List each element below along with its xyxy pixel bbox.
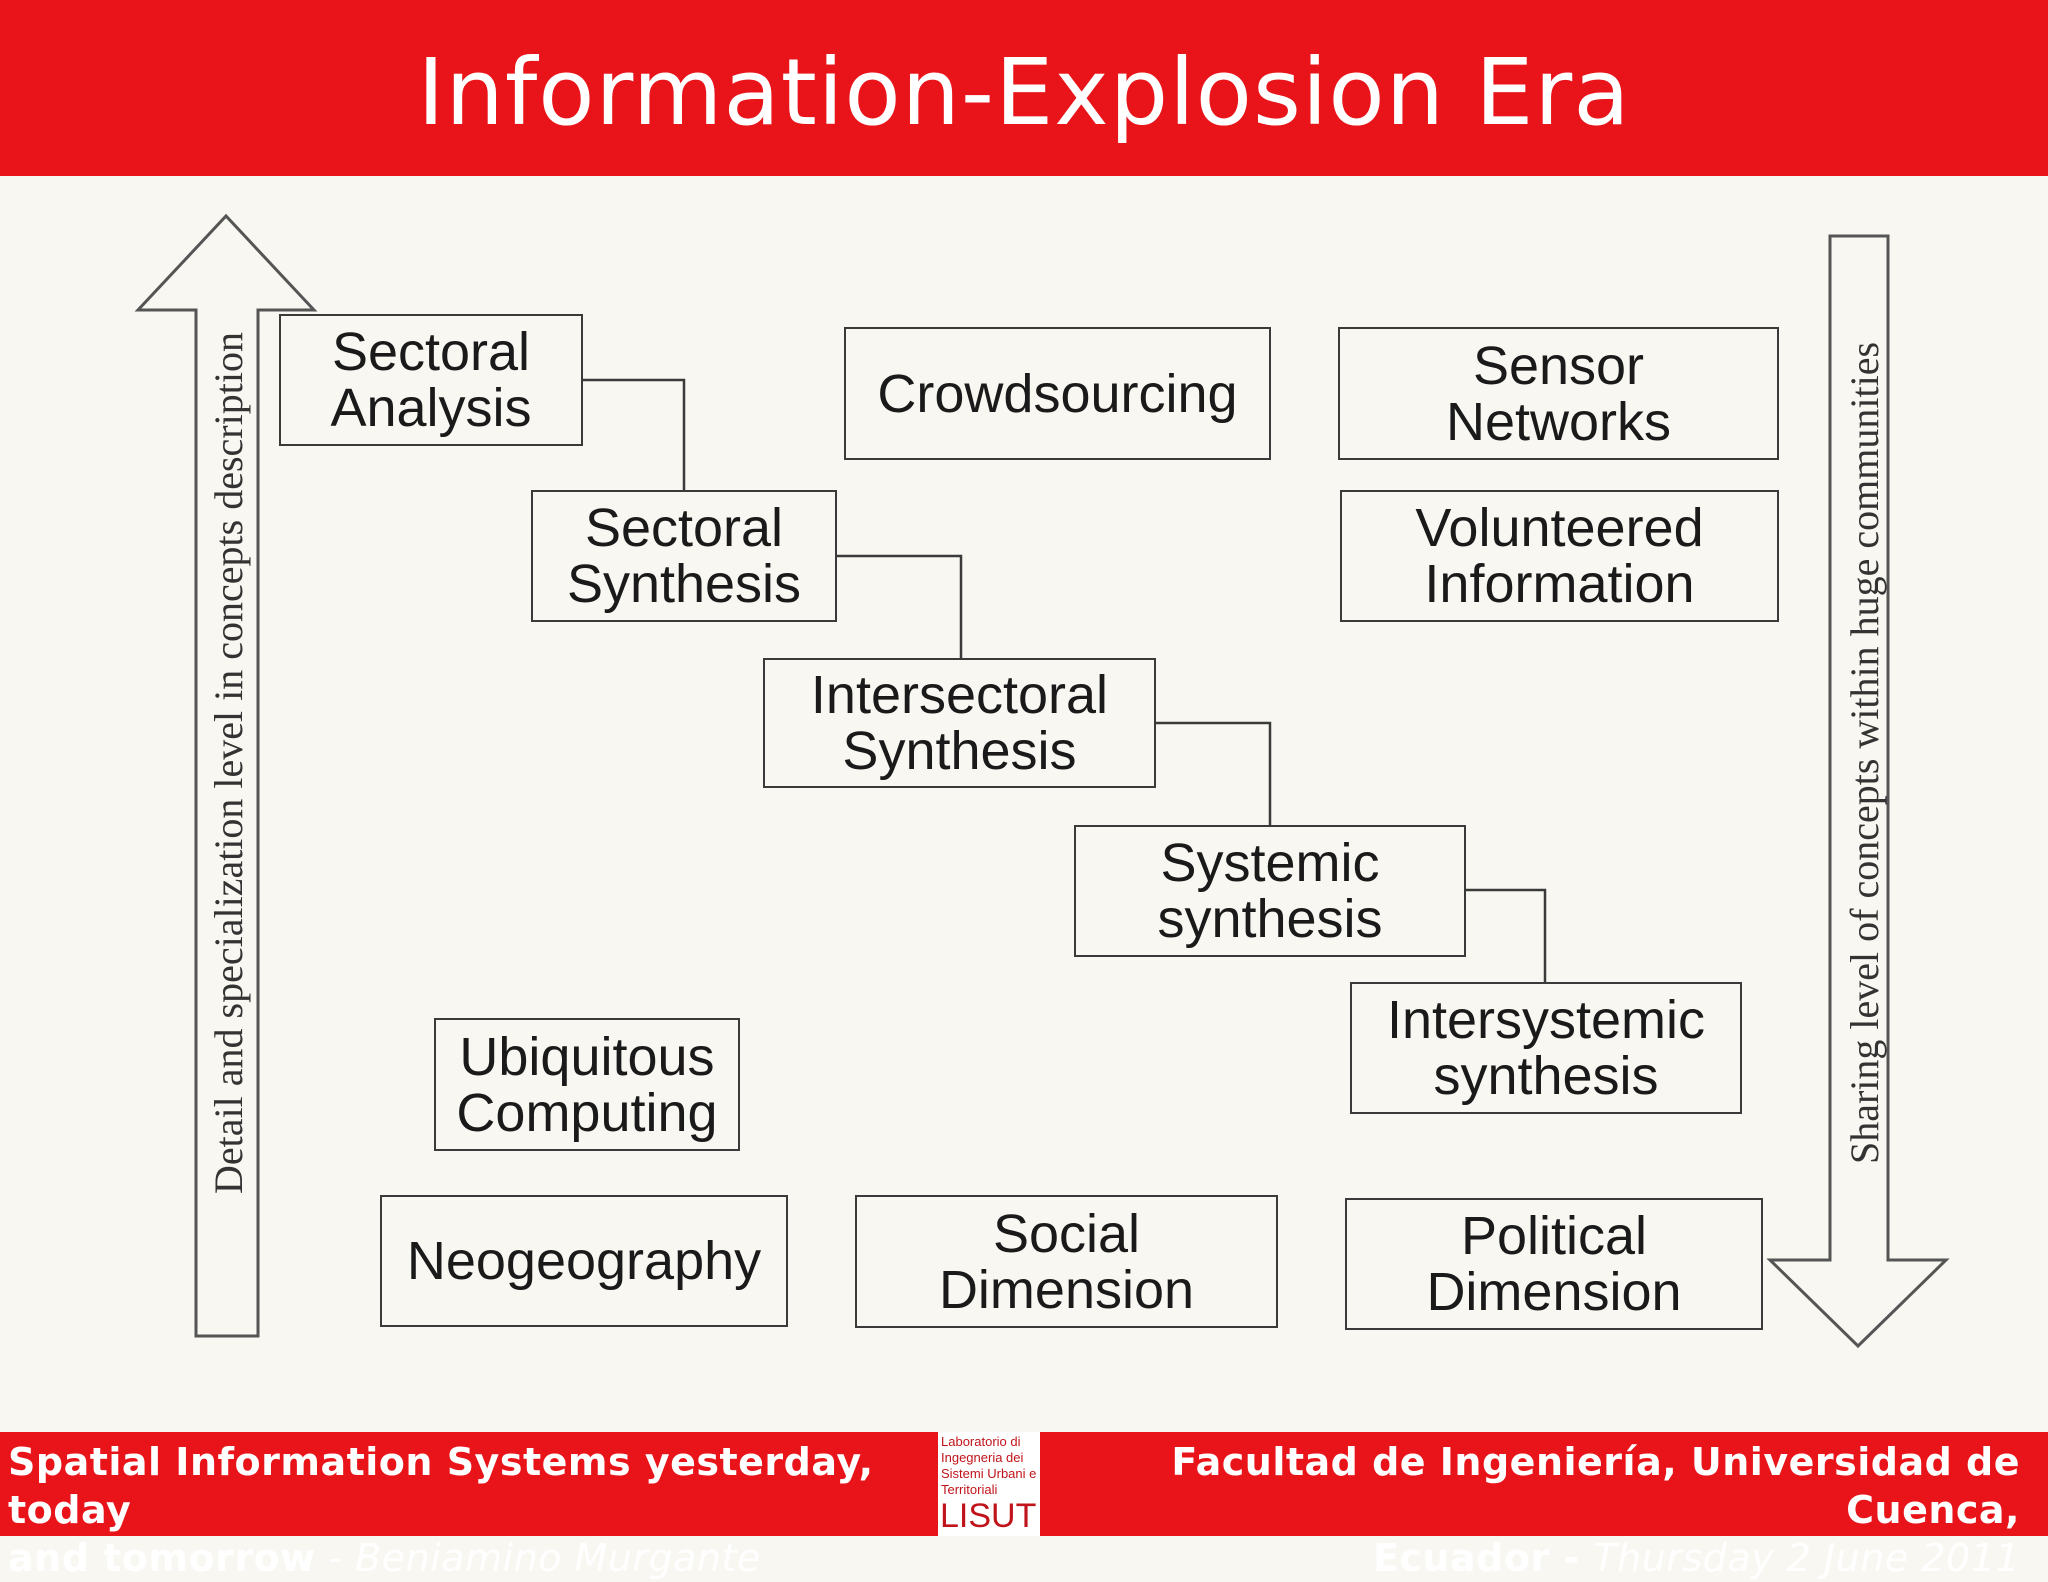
- connector-synthesis-intersectoral: [836, 554, 963, 658]
- box-volunteered-information: Volunteered Information: [1340, 490, 1779, 622]
- footer-course-title-cont: and tomorrow: [8, 1536, 316, 1580]
- logo-mark: LISUT: [940, 1497, 1037, 1535]
- diagram: Detail and specialization level in conce…: [0, 176, 2048, 1432]
- footer-venue-line2: Ecuador - Thursday 2 June 2011: [1030, 1534, 2020, 1582]
- footer-bar: Spatial Information Systems yesterday, t…: [0, 1432, 2048, 1580]
- footer-author: Beniamino Murgante: [355, 1536, 761, 1580]
- footer-country: Ecuador: [1372, 1536, 1550, 1580]
- footer-right-text: Facultad de Ingeniería, Universidad de C…: [1030, 1438, 2020, 1582]
- up-arrow-icon: [134, 213, 318, 1338]
- box-intersystemic-synthesis: Intersystemic synthesis: [1350, 982, 1742, 1114]
- left-axis-label: Detail and specialization level in conce…: [206, 332, 251, 1194]
- diagram-graphics: [134, 213, 1950, 1349]
- right-axis-label: Sharing level of concepts within huge co…: [1842, 341, 1887, 1165]
- box-political-dimension: Political Dimension: [1345, 1198, 1763, 1330]
- box-social-dimension: Social Dimension: [855, 1195, 1278, 1328]
- connector-analysis-synthesis: [582, 378, 686, 490]
- connector-systemic-intersystemic: [1465, 888, 1547, 982]
- footer-left-separator: -: [315, 1536, 356, 1580]
- title-bar: Information-Explosion Era: [0, 0, 2048, 176]
- footer-left-text: Spatial Information Systems yesterday, t…: [8, 1438, 928, 1582]
- footer-course-title: Spatial Information Systems yesterday, t…: [8, 1440, 874, 1532]
- box-crowdsourcing: Crowdsourcing: [844, 327, 1271, 460]
- box-ubiquitous-computing: Ubiquitous Computing: [434, 1018, 740, 1151]
- footer-right-separator: -: [1549, 1536, 1594, 1580]
- footer-date: Thursday 2 June 2011: [1593, 1536, 2020, 1580]
- box-sectoral-analysis: Sectoral Analysis: [279, 314, 583, 446]
- box-sensor-networks: Sensor Networks: [1338, 327, 1779, 460]
- down-arrow-icon: [1766, 234, 1950, 1349]
- slide-title: Information-Explosion Era: [417, 39, 1631, 146]
- box-intersectoral-synthesis: Intersectoral Synthesis: [763, 658, 1156, 788]
- box-sectoral-synthesis: Sectoral Synthesis: [531, 490, 837, 622]
- footer-venue: Facultad de Ingeniería, Universidad de C…: [1171, 1440, 2020, 1532]
- box-systemic-synthesis: Systemic synthesis: [1074, 825, 1466, 957]
- footer-course-line2: and tomorrow - Beniamino Murgante: [8, 1534, 928, 1582]
- connector-intersectoral-systemic: [1155, 721, 1272, 825]
- lisut-logo: Laboratorio di Ingegneria dei Sistemi Ur…: [938, 1432, 1040, 1536]
- logo-lab-name: Laboratorio di Ingegneria dei Sistemi Ur…: [941, 1434, 1037, 1497]
- box-neogeography: Neogeography: [380, 1195, 788, 1327]
